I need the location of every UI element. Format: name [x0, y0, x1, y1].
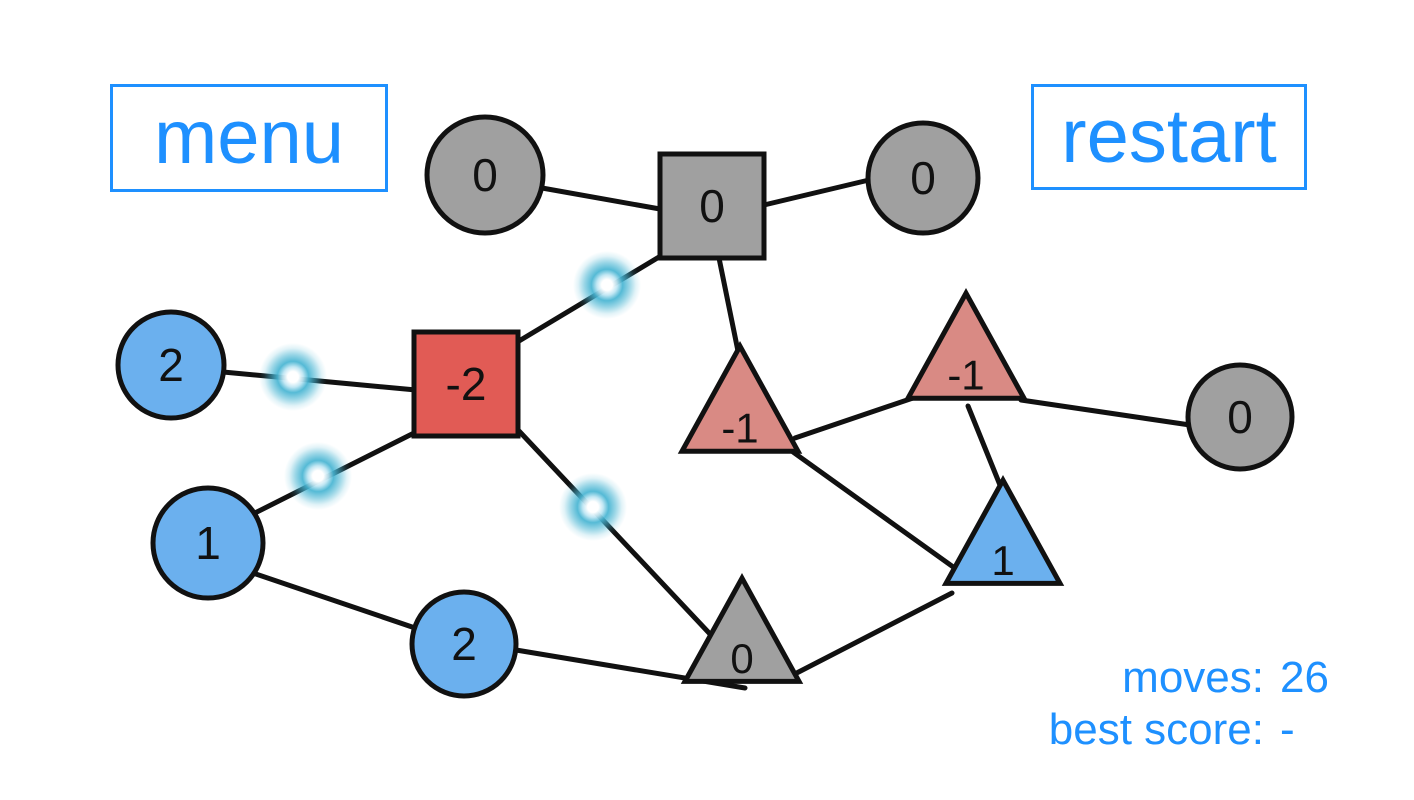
moves-label: moves: [1122, 653, 1264, 703]
node-value-label: 0 [472, 149, 498, 201]
graph-edge [790, 449, 966, 577]
node-value-label: -1 [721, 405, 758, 452]
graph-edge [792, 395, 916, 441]
graph-node-square-n5[interactable]: -2 [411, 329, 521, 439]
menu-button[interactable]: menu [110, 84, 388, 192]
node-layer[interactable]: 0 0 0 2 -2 -1 -1 0 1 1 2 0 [115, 114, 1295, 699]
graph-edge [761, 177, 872, 208]
node-value-label: 0 [730, 635, 753, 682]
glow-marker-icon [284, 442, 352, 510]
node-shape-square[interactable] [657, 151, 767, 261]
node-shape-triangle[interactable] [677, 341, 803, 454]
graph-node-circle-n9[interactable]: 1 [150, 485, 266, 601]
best-score-label: best score: [1048, 705, 1264, 755]
graph-edge [716, 255, 742, 359]
node-shape-circle[interactable] [1185, 362, 1295, 472]
marker-layer [259, 251, 641, 541]
graph-node-circle-n4[interactable]: 2 [115, 309, 227, 421]
graph-node-triangle-n10[interactable]: 1 [941, 475, 1065, 586]
node-shape-triangle[interactable] [903, 288, 1029, 401]
node-value-label: 0 [699, 180, 725, 232]
node-value-label: -2 [446, 358, 487, 410]
glow-marker-icon [259, 343, 327, 411]
graph-edge [539, 185, 663, 212]
best-score-value: - [1280, 705, 1295, 755]
node-shape-circle[interactable] [115, 309, 227, 421]
graph-node-circle-n8[interactable]: 0 [1185, 362, 1295, 472]
node-value-label: 1 [991, 537, 1014, 584]
graph-node-triangle-n7[interactable]: -1 [903, 288, 1029, 401]
graph-node-triangle-n6[interactable]: -1 [677, 341, 803, 454]
node-shape-square[interactable] [411, 329, 521, 439]
moves-value: 26 [1280, 653, 1329, 703]
node-shape-triangle[interactable] [941, 475, 1065, 586]
graph-node-square-n2[interactable]: 0 [657, 151, 767, 261]
graph-edge [965, 403, 1005, 493]
node-value-label: 1 [195, 517, 221, 569]
moves-row: moves: 26 [1049, 652, 1342, 704]
node-value-label: -1 [947, 352, 984, 399]
node-shape-circle[interactable] [150, 485, 266, 601]
glow-marker-icon [559, 473, 627, 541]
graph-node-triangle-n12[interactable]: 0 [680, 573, 804, 684]
node-shape-circle[interactable] [409, 589, 519, 699]
node-shape-circle[interactable] [865, 120, 981, 236]
graph-node-circle-n3[interactable]: 0 [865, 120, 981, 236]
node-value-label: 0 [1227, 391, 1253, 443]
graph-node-circle-n11[interactable]: 2 [409, 589, 519, 699]
glow-marker-icon [573, 251, 641, 319]
graph-edge [1018, 397, 1193, 428]
node-value-label: 2 [158, 339, 184, 391]
graph-edge [250, 570, 421, 632]
graph-edge [784, 590, 955, 681]
node-shape-triangle[interactable] [680, 573, 804, 684]
graph-node-circle-n1[interactable]: 0 [424, 114, 546, 236]
node-shape-circle[interactable] [424, 114, 546, 236]
node-value-label: 2 [451, 618, 477, 670]
restart-button[interactable]: restart [1031, 84, 1307, 190]
score-panel: moves: 26 best score:- [1049, 652, 1342, 756]
node-value-label: 0 [910, 152, 936, 204]
best-score-row: best score:- [1049, 704, 1342, 756]
